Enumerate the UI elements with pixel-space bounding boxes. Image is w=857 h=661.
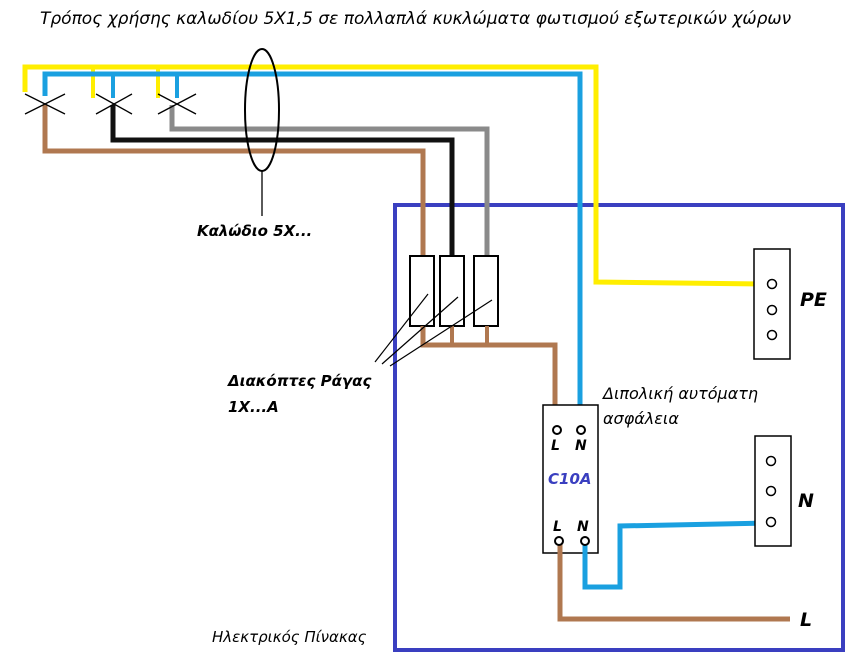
rail-switch-label-line1: Διακόπτες Ράγας	[227, 372, 371, 390]
lamp-icon-1	[24, 93, 66, 115]
breaker-bottom-L-label: L	[553, 519, 562, 535]
panel-label: Ηλεκτρικός Πίνακας	[212, 628, 367, 646]
diagram-title: Τρόπος χρήσης καλωδίου 5X1,5 σε πολλαπλά…	[40, 9, 792, 29]
phase-wire-grey	[169, 105, 490, 258]
breaker-top-N-label: N	[575, 438, 587, 454]
rail-switch-1	[409, 255, 435, 327]
phase-wire-black	[110, 105, 455, 258]
lamp-icon-2	[95, 93, 133, 115]
l-label: L	[800, 609, 812, 631]
rail-switch-pointers	[374, 293, 493, 367]
breaker-terminal-bottom-N	[580, 536, 590, 546]
pe-terminal-2	[766, 304, 778, 316]
supply-phase-wire	[557, 542, 790, 622]
neutral-wire	[42, 71, 583, 428]
pe-label: PE	[800, 289, 827, 311]
rail-switch-3	[473, 255, 499, 327]
n-terminal-3	[765, 516, 777, 528]
pe-terminal-1	[766, 278, 778, 290]
cable-label: Καλώδιο 5X...	[197, 222, 312, 240]
breaker-terminal-top-L	[552, 425, 562, 435]
electrical-panel-box	[393, 203, 845, 652]
n-terminal-1	[765, 455, 777, 467]
pe-terminal-3	[766, 329, 778, 341]
breaker-terminal-bottom-L	[554, 536, 564, 546]
earth-wire	[22, 64, 766, 287]
breaker-bottom-N-label: N	[577, 519, 589, 535]
breaker-top-L-label: L	[551, 438, 560, 454]
rail-switch-label-line2: 1X...A	[228, 398, 279, 416]
breaker-rating: C10A	[548, 470, 592, 488]
n-terminal-2	[765, 485, 777, 497]
lamp-icon-3	[157, 93, 197, 115]
breaker-label-line1: Διπολική αυτόματη	[601, 384, 758, 403]
rail-switch-2	[439, 255, 465, 327]
pe-terminal-block	[753, 248, 791, 360]
breaker-label-line2: ασφάλεια	[603, 409, 679, 428]
n-label: N	[798, 490, 814, 512]
breaker-terminal-top-N	[576, 425, 586, 435]
supply-neutral-wire	[582, 520, 769, 590]
phase-wire-brown	[42, 105, 426, 258]
